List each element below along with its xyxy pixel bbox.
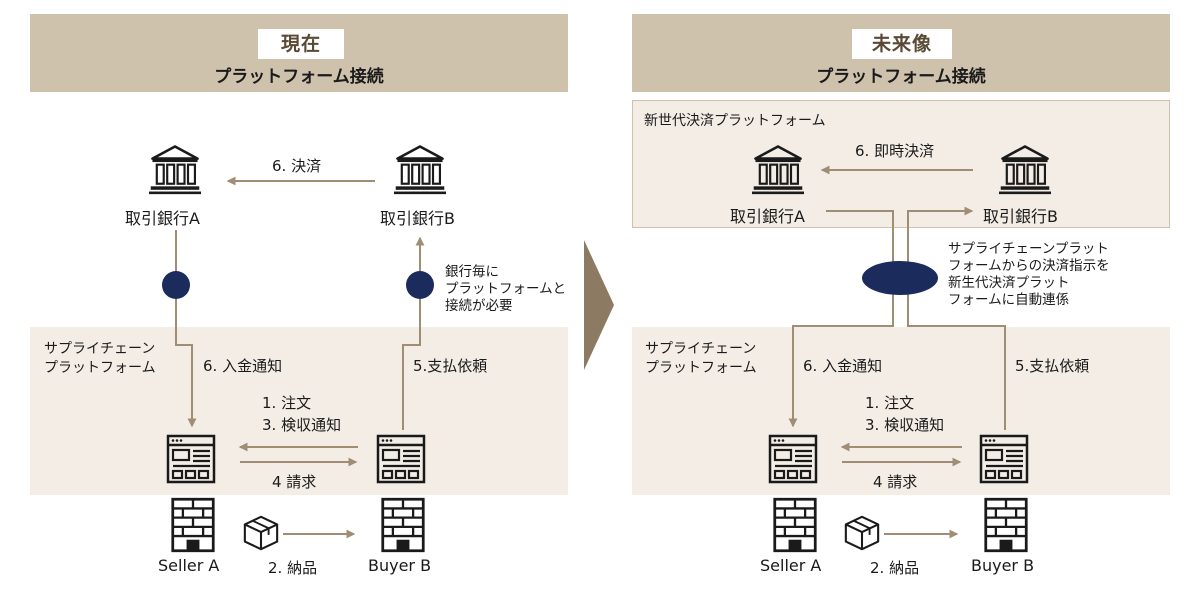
left-payment-request-label: 5.支払依頼 <box>413 357 488 375</box>
bank-icon <box>390 143 450 195</box>
next-gen-payment-platform-box <box>632 100 1170 228</box>
left-seller-label: Seller A <box>158 556 220 575</box>
package-icon <box>242 514 280 552</box>
left-invoice-label: 4 請求 <box>272 473 317 491</box>
platform-window-icon <box>376 434 426 484</box>
right-bank-b-label: 取引銀行B <box>983 207 1058 226</box>
chevron-right-icon <box>584 240 614 370</box>
right-settlement-label: 6. 即時決済 <box>855 142 935 160</box>
platform-window-icon <box>166 434 216 484</box>
left-payment-request-arrow <box>402 236 425 430</box>
building-icon <box>983 497 1029 553</box>
building-icon <box>170 497 216 553</box>
platform-window-icon <box>768 434 818 484</box>
right-bank-link-arrow <box>788 210 894 428</box>
left-connection-dot-a <box>162 271 190 299</box>
next-gen-platform-label: 新世代決済プラットフォーム <box>644 113 826 129</box>
left-delivery-label: 2. 納品 <box>268 559 318 577</box>
left-deposit-arrow <box>176 230 192 420</box>
right-order-label: 1. 注文 <box>865 394 915 412</box>
left-buyer-label: Buyer B <box>368 556 432 575</box>
current-badge: 現在 <box>258 29 344 59</box>
left-order-label: 1. 注文 <box>262 394 312 412</box>
right-supply-chain-band <box>632 327 1170 495</box>
platform-window-icon <box>979 434 1029 484</box>
left-bank-b-label: 取引銀行B <box>380 209 455 228</box>
future-subtitle: プラットフォーム接続 <box>816 67 986 87</box>
left-bank-note: 銀行毎に プラットフォームと 接続が必要 <box>445 264 567 314</box>
building-icon <box>772 497 818 553</box>
left-inspection-label: 3. 検収通知 <box>262 416 342 434</box>
left-supply-chain-label: サプライチェーン プラットフォーム <box>44 341 156 376</box>
left-supply-chain-band <box>30 327 568 495</box>
package-icon <box>843 514 881 552</box>
left-connection-dot-b <box>406 271 434 299</box>
current-subtitle: プラットフォーム接続 <box>214 67 384 87</box>
right-seller-label: Seller A <box>760 556 822 575</box>
bank-icon <box>748 143 808 195</box>
right-payment-request-label: 5.支払依頼 <box>1015 357 1090 375</box>
right-connection-ellipse <box>862 261 938 295</box>
bank-icon <box>145 143 205 195</box>
right-link-note: サプライチェーンプラット フォームからの決済指示を 新生代決済プラット フォーム… <box>948 241 1110 308</box>
bank-icon <box>995 143 1055 195</box>
right-bank-a-label: 取引銀行A <box>730 207 805 226</box>
right-buyer-label: Buyer B <box>971 556 1035 575</box>
left-deposit-notice-label: 6. 入金通知 <box>203 357 283 375</box>
left-deposit-notice-arrow <box>175 230 197 428</box>
future-badge: 未来像 <box>852 29 952 59</box>
left-bank-a-label: 取引銀行A <box>125 209 200 228</box>
left-settlement-label: 6. 決済 <box>272 157 322 175</box>
right-delivery-label: 2. 納品 <box>870 559 920 577</box>
right-deposit-notice-label: 6. 入金通知 <box>803 357 883 375</box>
right-inspection-label: 3. 検収通知 <box>865 416 945 434</box>
right-payment-link-arrow <box>907 206 1006 430</box>
right-supply-chain-label: サプライチェーン プラットフォーム <box>645 341 757 376</box>
right-invoice-label: 4 請求 <box>873 473 918 491</box>
building-icon <box>380 497 426 553</box>
